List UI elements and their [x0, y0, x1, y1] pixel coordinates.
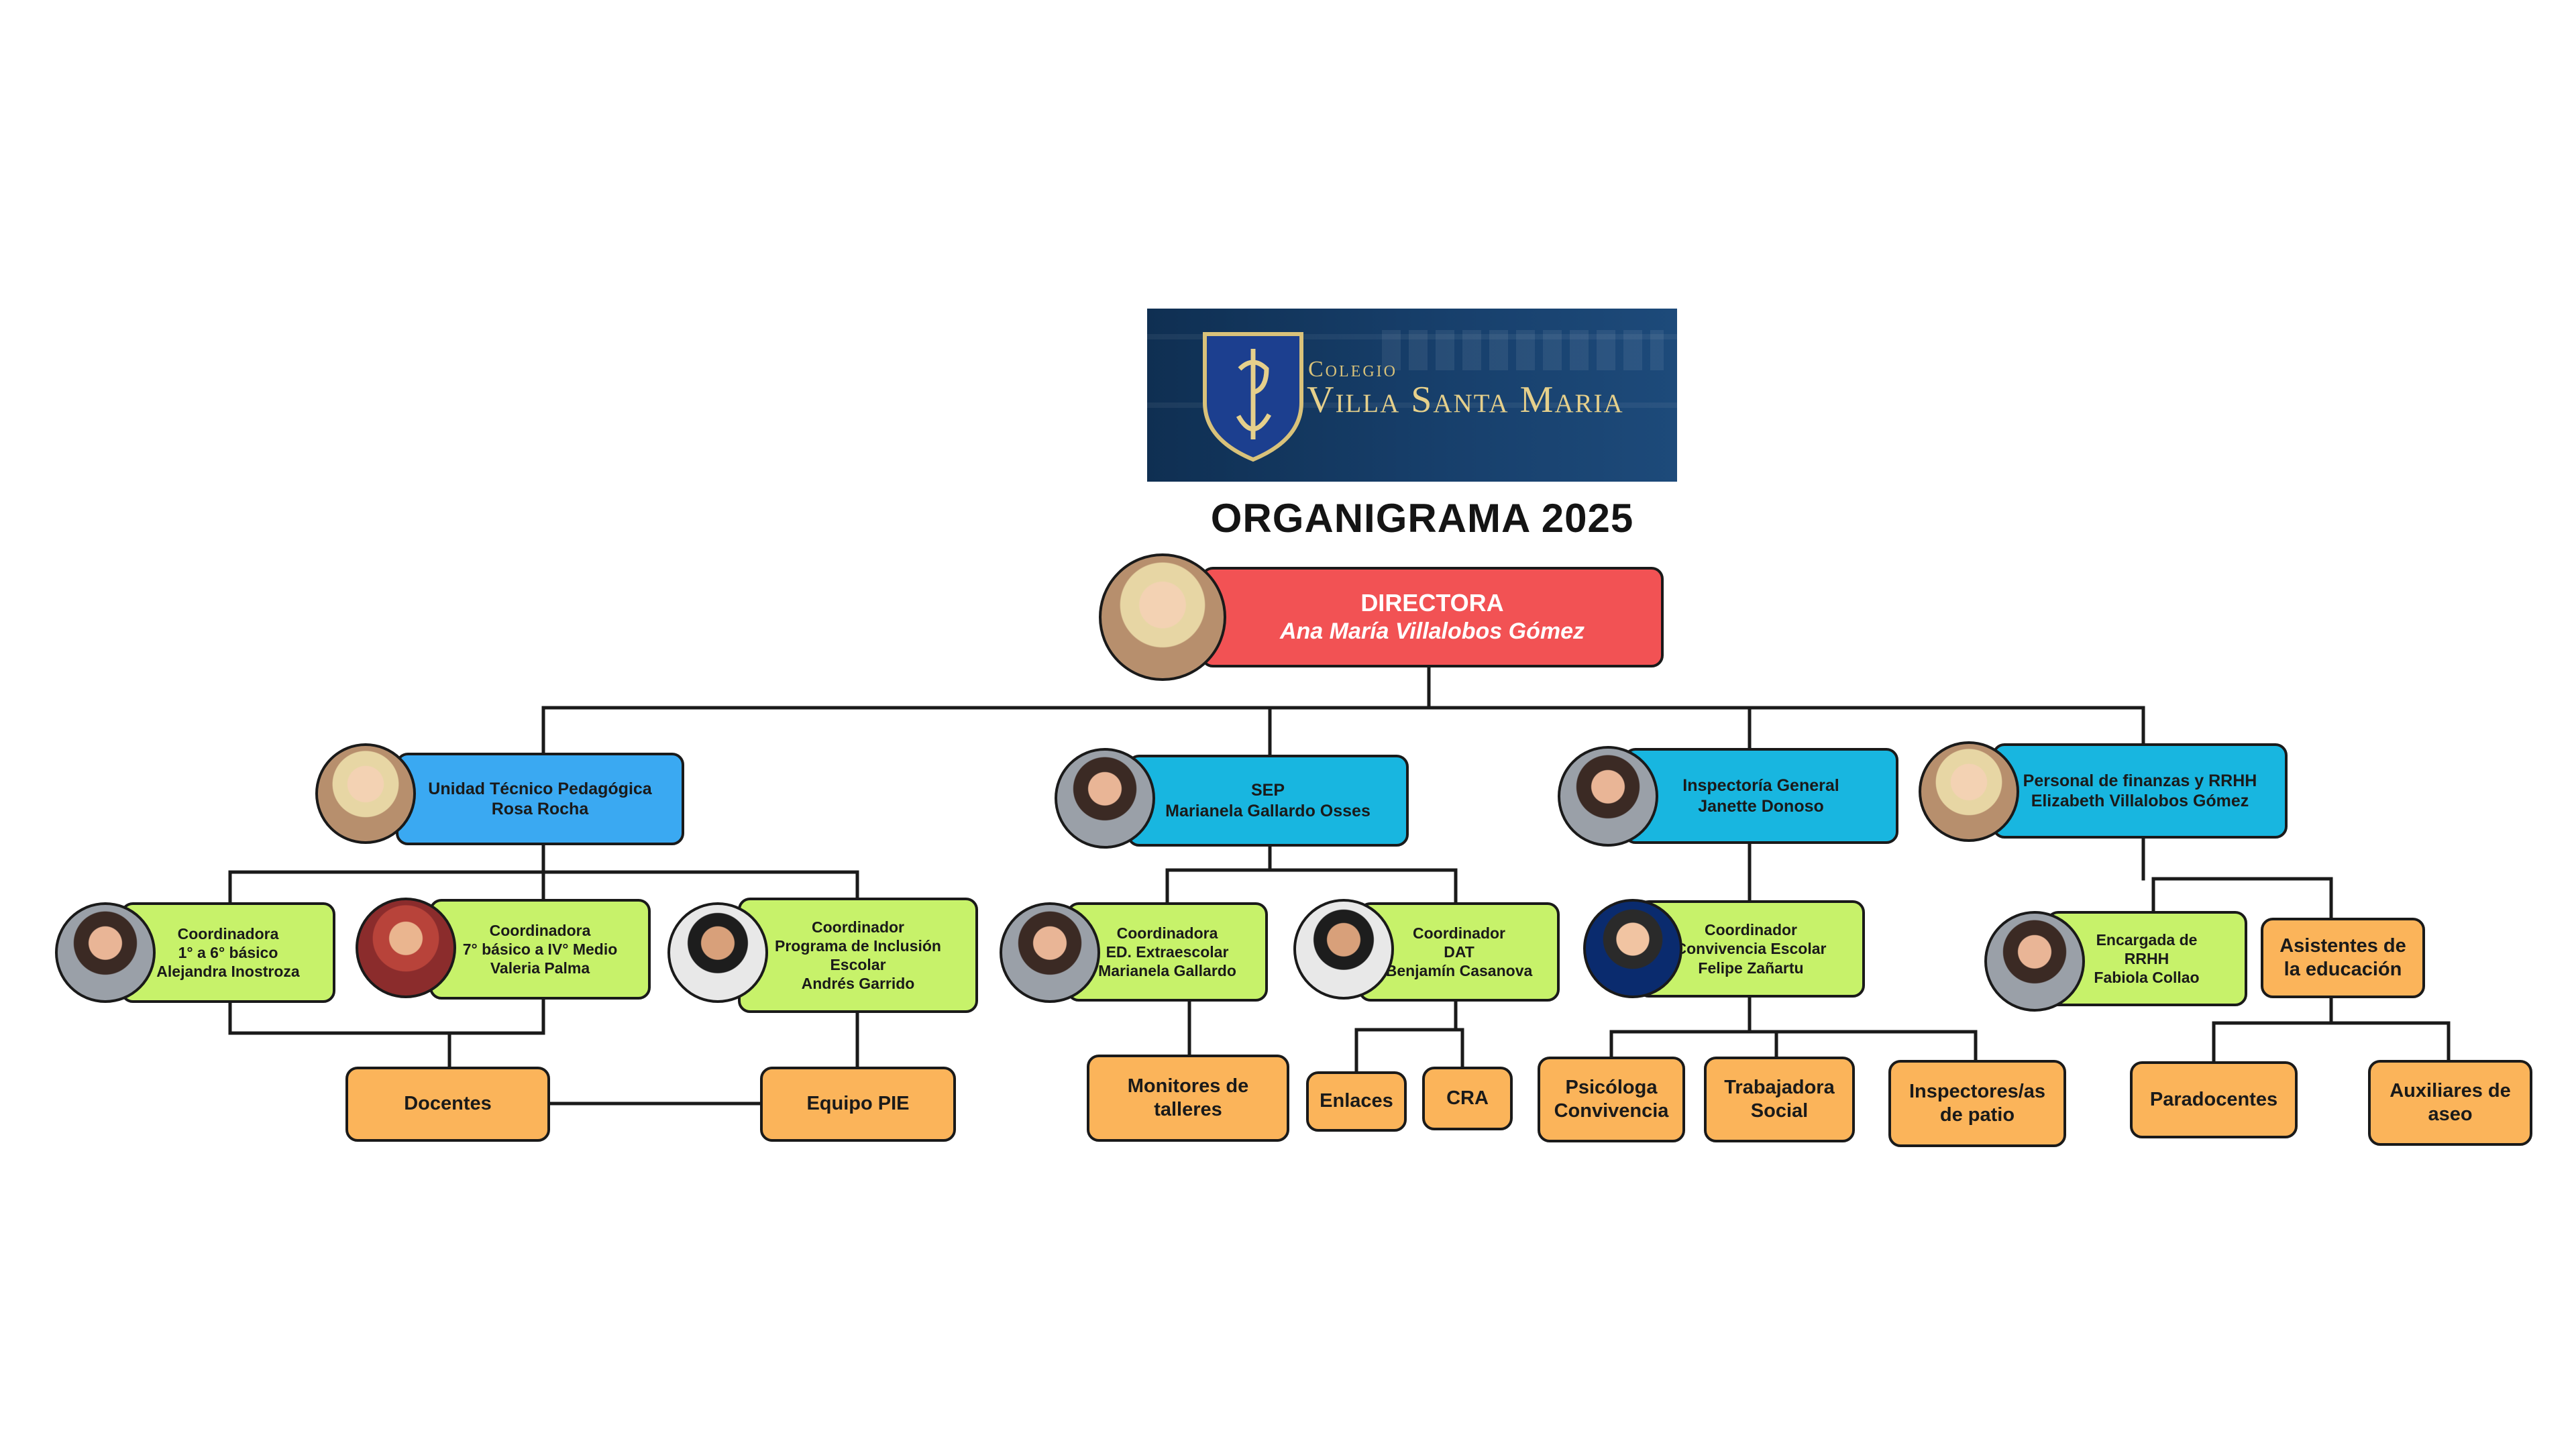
enlaces-box[interactable]: Enlaces [1306, 1071, 1407, 1132]
director-role: DIRECTORA [1360, 589, 1504, 617]
coord-dat-line3: Benjamín Casanova [1385, 962, 1533, 980]
inspectores-line1: Inspectores/as [1909, 1080, 2046, 1102]
coord-pie-line1: Coordinador [812, 918, 904, 936]
docentes-box[interactable]: Docentes [345, 1067, 550, 1142]
director-photo [1099, 553, 1226, 681]
paradocentes-box[interactable]: Paradocentes [2130, 1061, 2298, 1138]
utp-name: Rosa Rocha [491, 800, 589, 818]
finanzas-role: Personal de finanzas y RRHH [2023, 771, 2257, 790]
cra-label: CRA [1446, 1087, 1489, 1109]
utp-photo [315, 743, 416, 844]
coord-conv-line1: Coordinador [1705, 921, 1797, 939]
director-box[interactable]: DIRECTORA Ana María Villalobos Gómez [1201, 567, 1664, 667]
coord-basico-box[interactable]: Coordinadora 1° a 6° básico Alejandra In… [121, 902, 335, 1003]
psicologa-line2: Convivencia [1554, 1100, 1669, 1122]
finanzas-box[interactable]: Personal de finanzas y RRHH Elizabeth Vi… [1992, 743, 2288, 839]
shield-icon [1203, 332, 1303, 462]
coord-extra-photo [1000, 902, 1100, 1003]
enlaces-label: Enlaces [1320, 1090, 1393, 1112]
utp-role: Unidad Técnico Pedagógica [428, 779, 652, 798]
director-name: Ana María Villalobos Gómez [1279, 619, 1585, 645]
coord-pie-line2: Programa de Inclusión [775, 936, 941, 955]
coord-dat-line1: Coordinador [1413, 924, 1505, 942]
auxiliares-box[interactable]: Auxiliares de aseo [2368, 1060, 2532, 1146]
encargada-rrhh-photo [1984, 911, 2085, 1012]
coord-basico-line3: Alejandra Inostroza [156, 963, 300, 981]
coord-dat-photo [1293, 899, 1394, 1000]
utp-box[interactable]: Unidad Técnico Pedagógica Rosa Rocha [396, 753, 684, 845]
coord-basico-line2: 1° a 6° básico [178, 943, 278, 961]
paradocentes-label: Paradocentes [2149, 1088, 2278, 1110]
asistentes-line2: la educación [2284, 959, 2402, 980]
inspectores-box[interactable]: Inspectores/as de patio [1888, 1060, 2066, 1147]
coord-medio-line2: 7° básico a IV° Medio [462, 940, 618, 958]
psicologa-box[interactable]: Psicóloga Convivencia [1538, 1057, 1685, 1142]
trabajadora-line2: Social [1750, 1100, 1809, 1122]
coord-pie-box[interactable]: Coordinador Programa de Inclusión Escola… [738, 898, 978, 1013]
asistentes-box[interactable]: Asistentes de la educación [2261, 918, 2425, 998]
encargada-rrhh-line1: Encargada de [2096, 930, 2198, 949]
monitores-line1: Monitores de [1127, 1075, 1249, 1097]
coord-basico-photo [55, 902, 156, 1003]
coord-medio-line3: Valeria Palma [490, 959, 590, 977]
coord-medio-line1: Coordinadora [489, 921, 591, 939]
encargada-rrhh-line2: RRHH [2124, 949, 2169, 967]
coord-pie-line3: Escolar [830, 956, 886, 973]
inspectoria-box[interactable]: Inspectoría General Janette Donoso [1623, 748, 1898, 844]
coord-pie-photo [667, 902, 768, 1003]
equipo-pie-box[interactable]: Equipo PIE [760, 1067, 956, 1142]
building-photo [1382, 330, 1664, 370]
coord-extra-line2: ED. Extraescolar [1106, 943, 1229, 961]
coord-conv-photo [1583, 899, 1682, 998]
coord-dat-line2: DAT [1444, 943, 1474, 961]
coord-extra-box[interactable]: Coordinadora ED. Extraescolar Marianela … [1067, 902, 1268, 1002]
logo-text-large: Villa Santa Maria [1307, 379, 1624, 421]
inspectores-line2: de patio [1939, 1104, 2015, 1126]
monitores-box[interactable]: Monitores de talleres [1087, 1055, 1289, 1142]
inspectoria-role: Inspectoría General [1682, 776, 1839, 795]
coord-pie-line4: Andrés Garrido [801, 975, 915, 993]
psicologa-line1: Psicóloga [1565, 1076, 1658, 1098]
encargada-rrhh-line3: Fabiola Collao [2094, 969, 2200, 987]
coord-extra-line1: Coordinadora [1116, 924, 1218, 942]
school-logo: Colegio Villa Santa Maria [1147, 309, 1677, 482]
docentes-label: Docentes [404, 1093, 492, 1115]
coord-medio-box[interactable]: Coordinadora 7° básico a IV° Medio Valer… [429, 899, 651, 1000]
logo-text-small: Colegio [1308, 357, 1397, 382]
inspectoria-photo [1558, 746, 1658, 847]
auxiliares-line1: Auxiliares de [2390, 1079, 2511, 1102]
coord-basico-line1: Coordinadora [177, 924, 279, 943]
asistentes-line1: Asistentes de [2279, 934, 2406, 957]
sep-role: SEP [1250, 781, 1285, 800]
trabajadora-box[interactable]: Trabajadora Social [1704, 1057, 1855, 1142]
inspectoria-name: Janette Donoso [1698, 796, 1824, 816]
finanzas-name: Elizabeth Villalobos Gómez [2031, 792, 2249, 810]
coord-conv-line3: Felipe Zañartu [1698, 959, 1804, 977]
trabajadora-line1: Trabajadora [1724, 1076, 1835, 1098]
coord-medio-photo [356, 898, 456, 998]
cra-box[interactable]: CRA [1422, 1067, 1513, 1130]
sep-name: Marianela Gallardo Osses [1165, 801, 1371, 820]
coord-extra-line3: Marianela Gallardo [1098, 962, 1236, 980]
coord-conv-line2: Convivencia Escolar [1675, 940, 1827, 958]
page-title: ORGANIGRAMA 2025 [1210, 496, 1634, 541]
auxiliares-line2: aseo [2428, 1104, 2473, 1125]
finanzas-photo [1919, 741, 2019, 842]
equipo-pie-label: Equipo PIE [806, 1093, 910, 1115]
sep-photo [1055, 748, 1155, 849]
sep-box[interactable]: SEP Marianela Gallardo Osses [1127, 755, 1409, 847]
monitores-line2: talleres [1154, 1099, 1222, 1120]
